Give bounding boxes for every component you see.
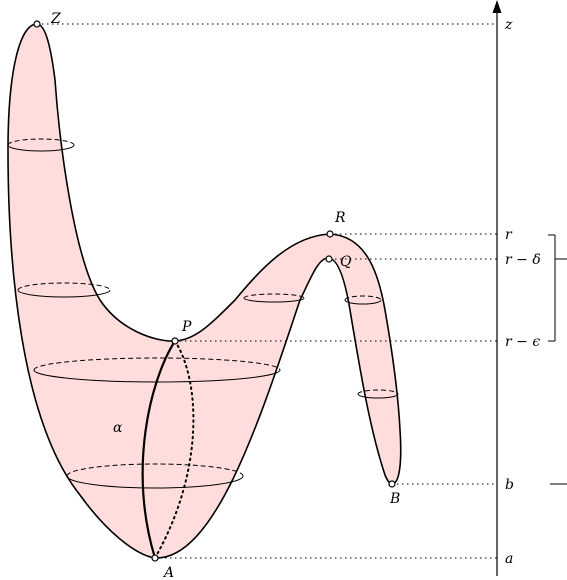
section-3-back bbox=[33, 357, 281, 371]
alpha-curve-back bbox=[154, 340, 195, 559]
section-7-back bbox=[357, 389, 399, 395]
section-4-back bbox=[66, 463, 244, 477]
section-2-back bbox=[17, 282, 111, 291]
label-alpha: α bbox=[113, 420, 123, 436]
section-1-front bbox=[7, 144, 75, 152]
axis-arrowhead bbox=[492, 0, 502, 13]
right-bracket bbox=[548, 234, 567, 342]
point-B bbox=[388, 480, 396, 488]
label-A: A bbox=[162, 565, 174, 580]
section-7-front bbox=[357, 393, 399, 399]
section-1-back bbox=[7, 138, 75, 146]
axis-label-a: a bbox=[505, 551, 513, 567]
level-lines bbox=[37, 23, 497, 559]
axis-label-b: b bbox=[505, 477, 514, 493]
section-6-back bbox=[344, 295, 382, 301]
point-P bbox=[171, 337, 179, 345]
section-4-front bbox=[66, 475, 244, 489]
axis-label-r-delta: r − δ bbox=[505, 252, 541, 268]
axis-label-r: r bbox=[505, 227, 513, 243]
section-2-front bbox=[17, 289, 111, 298]
section-5-front bbox=[243, 297, 305, 303]
alpha-curve-front bbox=[141, 340, 176, 559]
points bbox=[33, 20, 396, 562]
label-Q: Q bbox=[340, 254, 352, 270]
point-Q bbox=[325, 255, 333, 263]
point-R bbox=[326, 230, 334, 238]
surface-body bbox=[7, 23, 402, 559]
section-5-back bbox=[243, 293, 305, 299]
point-A bbox=[151, 554, 159, 562]
point-Z bbox=[33, 20, 41, 28]
label-R: R bbox=[334, 210, 346, 226]
label-B: B bbox=[389, 491, 400, 507]
label-Z: Z bbox=[50, 11, 61, 27]
axis-label-z: z bbox=[504, 17, 513, 33]
section-6-front bbox=[344, 299, 382, 305]
axis-label-r-epsilon: r − ϵ bbox=[505, 334, 540, 350]
label-P: P bbox=[181, 319, 192, 335]
